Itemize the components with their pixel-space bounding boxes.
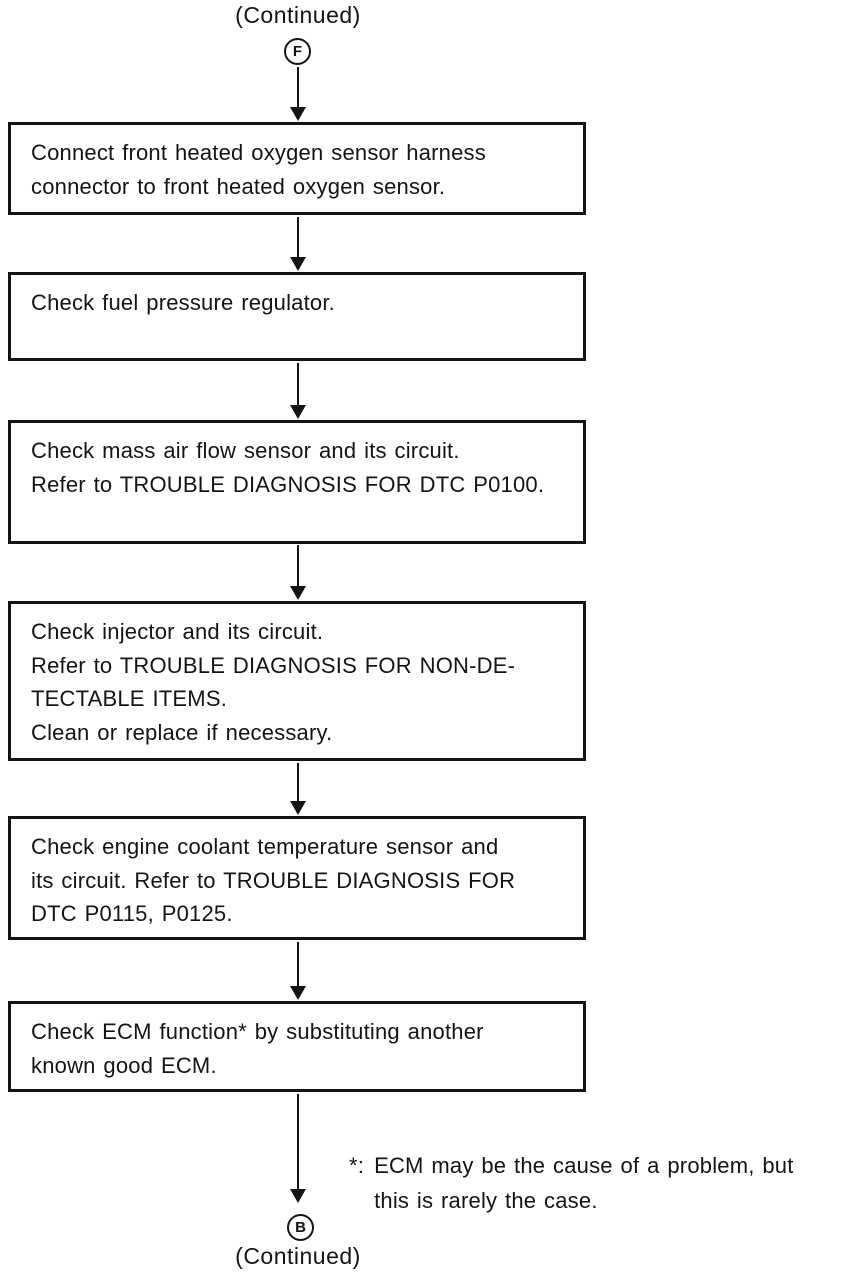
box-line: Check fuel pressure regulator.	[31, 290, 335, 315]
arrow-head	[290, 801, 306, 815]
box-line: Refer to TROUBLE DIAGNOSIS FOR NON-DE-	[31, 652, 516, 678]
box-line: Connect front heated oxygen sensor harne…	[31, 140, 486, 165]
arrow-head	[290, 586, 306, 600]
box-line: connector to front heated oxygen sensor.	[31, 173, 446, 199]
connector-b-letter: B	[295, 1219, 306, 1236]
down-arrow-icon	[290, 67, 306, 121]
arrow-line	[297, 763, 299, 802]
footnote-line: this is rarely the case.	[374, 1187, 598, 1213]
arrow-line	[297, 1094, 299, 1190]
box-line: its circuit. Refer to TROUBLE DIAGNOSIS …	[31, 867, 516, 893]
arrow-line	[297, 217, 299, 258]
box-line: known good ECM.	[31, 1052, 217, 1078]
connector-circle-f: F	[284, 38, 311, 65]
footnote-line: ECM may be the cause of a problem, but	[374, 1153, 794, 1178]
down-arrow-icon	[290, 763, 306, 815]
ecm-footnote: *: ECM may be the cause of a problem, bu…	[349, 1149, 794, 1218]
arrow-head	[290, 1189, 306, 1203]
step-box-fuel-pressure-regulator: Check fuel pressure regulator.	[8, 272, 586, 361]
down-arrow-icon	[290, 363, 306, 419]
arrow-line	[297, 942, 299, 987]
continued-top-label: (Continued)	[235, 2, 361, 28]
arrow-line	[297, 67, 299, 108]
continued-bottom-label: (Continued)	[235, 1243, 361, 1269]
down-arrow-icon	[290, 942, 306, 1000]
connector-f-letter: F	[292, 43, 303, 60]
arrow-head	[290, 107, 306, 121]
step-box-mass-air-flow-sensor: Check mass air flow sensor and its circu…	[8, 420, 586, 544]
arrow-line	[297, 363, 299, 406]
step-box-coolant-temperature-sensor: Check engine coolant temperature sensor …	[8, 816, 586, 940]
down-arrow-icon	[290, 1094, 306, 1203]
footnote-text: ECM may be the cause of a problem, but t…	[374, 1149, 793, 1218]
box-line: Clean or replace if necessary.	[31, 719, 333, 745]
step-box-ecm-function: Check ECM function* by substituting anot…	[8, 1001, 586, 1092]
box-line: Refer to TROUBLE DIAGNOSIS FOR DTC P0100…	[31, 471, 545, 497]
step-box-connect-oxygen-sensor: Connect front heated oxygen sensor harne…	[8, 122, 586, 215]
footnote-asterisk-marker: *:	[349, 1153, 365, 1178]
box-line: Check ECM function* by substituting anot…	[31, 1019, 484, 1044]
box-line: TECTABLE ITEMS.	[31, 686, 228, 711]
box-line: Check injector and its circuit.	[31, 619, 324, 644]
box-line: DTC P0115, P0125.	[31, 901, 233, 926]
down-arrow-icon	[290, 217, 306, 271]
down-arrow-icon	[290, 545, 306, 600]
connector-circle-b: B	[287, 1214, 314, 1241]
arrow-head	[290, 257, 306, 271]
arrow-line	[297, 545, 299, 587]
box-line: Check mass air flow sensor and its circu…	[31, 438, 460, 463]
arrow-head	[290, 405, 306, 419]
arrow-head	[290, 986, 306, 1000]
box-line: Check engine coolant temperature sensor …	[31, 834, 499, 859]
step-box-injector-circuit: Check injector and its circuit. Refer to…	[8, 601, 586, 761]
